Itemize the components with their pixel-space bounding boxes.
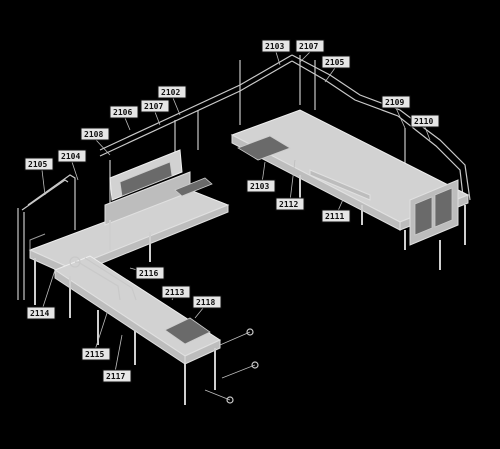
svg-text:2109: 2109: [385, 98, 404, 107]
svg-text:2113: 2113: [165, 288, 184, 297]
svg-text:2104: 2104: [61, 152, 80, 161]
callout-tag: 2117: [102, 369, 132, 383]
counter-legs: [34, 175, 466, 405]
svg-text:2105: 2105: [28, 160, 47, 169]
callout-tag: 2103: [246, 179, 276, 193]
callout-tag: 2105: [24, 157, 54, 171]
svg-text:2114: 2114: [30, 309, 49, 318]
callout-tag: 2106: [109, 105, 139, 119]
counter-right-run: [230, 109, 470, 246]
callout-tag: 2112: [275, 197, 305, 211]
svg-text:2118: 2118: [196, 298, 215, 307]
callout-tag: 2103: [261, 39, 291, 53]
svg-text:2117: 2117: [106, 372, 125, 381]
callout-tag: 2107: [295, 39, 325, 53]
callout-tag: 2109: [381, 95, 411, 109]
connection-arrows: [204, 328, 259, 404]
svg-text:2106: 2106: [113, 108, 132, 117]
svg-text:2107: 2107: [299, 42, 318, 51]
callout-tag: 2113: [161, 285, 191, 299]
svg-text:2112: 2112: [279, 200, 298, 209]
svg-text:2103: 2103: [265, 42, 284, 51]
callout-tag: 2116: [135, 266, 165, 280]
callout-tag: 2110: [410, 114, 440, 128]
callout-tag: 2118: [192, 295, 222, 309]
callout-tag: 2107: [140, 99, 170, 113]
callout-tag: 2114: [26, 306, 56, 320]
callout-tag: 2104: [57, 149, 87, 163]
svg-text:2105: 2105: [325, 58, 344, 67]
svg-text:2107: 2107: [144, 102, 163, 111]
callout-tag: 2115: [81, 347, 111, 361]
callout-tag: 2105: [321, 55, 351, 69]
svg-text:2103: 2103: [250, 182, 269, 191]
svg-text:2115: 2115: [85, 350, 104, 359]
svg-text:2108: 2108: [84, 130, 103, 139]
svg-text:2116: 2116: [139, 269, 158, 278]
svg-text:2102: 2102: [161, 88, 180, 97]
svg-text:2111: 2111: [325, 212, 344, 221]
counter-front-run: [53, 255, 222, 365]
svg-text:2110: 2110: [414, 117, 433, 126]
counter-left-arm: [28, 149, 230, 277]
callout-tag: 2111: [321, 209, 351, 223]
callout-tag: 2108: [80, 127, 110, 141]
callout-tag: 2102: [157, 85, 187, 99]
